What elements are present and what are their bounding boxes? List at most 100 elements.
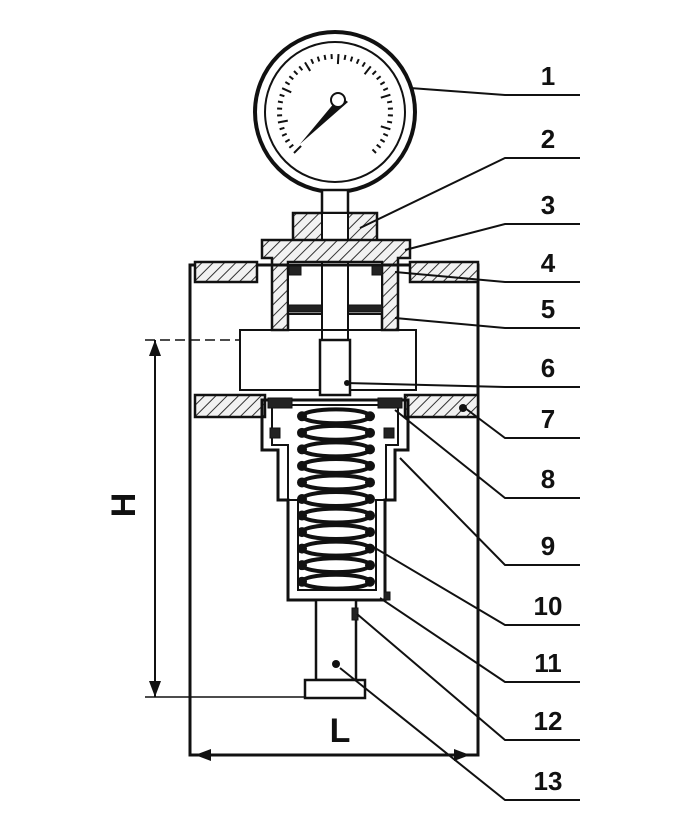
spring-section (365, 477, 375, 488)
pressure-gauge (253, 30, 417, 194)
callout-number: 11 (534, 648, 562, 678)
gauge-tick (323, 54, 327, 61)
callout-2: 2 (359, 124, 580, 229)
callout-number: 12 (534, 706, 563, 736)
callout-leader (359, 157, 580, 229)
gauge-tick (386, 100, 393, 104)
gauge-tick (371, 70, 377, 76)
callout-leader (464, 407, 580, 439)
spring-section (297, 510, 307, 521)
callout-number: 1 (541, 61, 555, 91)
gauge-tick (288, 143, 294, 149)
gauge-tick (376, 143, 382, 149)
callout-12: 12 (356, 613, 580, 741)
spring-section (365, 427, 375, 438)
gauge-tick (304, 61, 312, 72)
gauge-tick (284, 81, 291, 86)
gauge-tick (277, 100, 284, 104)
gauge-tick (380, 93, 391, 99)
spring-section (365, 444, 375, 455)
callout-leader (404, 223, 580, 251)
callout-7: 7 (464, 404, 580, 439)
spring-coil (300, 506, 372, 525)
gauge-tick (281, 87, 292, 94)
spring-coil (300, 490, 372, 508)
callout-8: 8 (394, 409, 580, 499)
gauge-tick (336, 54, 340, 65)
callout-13: 13 (339, 667, 580, 801)
gauge-tick (363, 65, 372, 75)
callout-10: 10 (369, 544, 580, 626)
gauge-tick (379, 138, 386, 143)
spring-coil (300, 407, 372, 426)
gauge-tick (277, 119, 288, 124)
spring-housing (260, 397, 410, 602)
stem (318, 338, 352, 397)
spring-section (297, 560, 307, 571)
callout-leader (409, 87, 580, 96)
gauge-tick (298, 65, 304, 71)
gauge-tick (293, 70, 299, 76)
spring-coil (300, 456, 372, 475)
callout-leader (356, 613, 580, 741)
callout-leader (394, 409, 580, 499)
spring-section (365, 560, 375, 571)
gauge-tick (382, 87, 389, 92)
gauge-tick (376, 75, 382, 81)
spring-section (297, 494, 307, 504)
callout-leader (394, 271, 580, 283)
gauge-tick (371, 148, 377, 154)
length-label: L (330, 712, 351, 750)
spring-section (297, 477, 307, 488)
gauge-tick (281, 132, 288, 137)
spring-section (365, 494, 375, 504)
gauge-tick (355, 58, 360, 65)
dimension-h: H (105, 339, 305, 698)
callout-number: 6 (541, 353, 555, 383)
gauge-stem (291, 188, 379, 243)
callout-3: 3 (404, 190, 580, 251)
gauge-tick (279, 93, 285, 98)
gauge-tick (279, 126, 285, 131)
dimension-l: L (195, 712, 470, 761)
callout-6: 6 (344, 353, 580, 388)
spring-section (297, 543, 307, 554)
callout-4: 4 (394, 248, 580, 283)
gauge-tick (349, 56, 354, 62)
callout-number: 2 (541, 124, 555, 154)
callout-leader (339, 667, 580, 801)
adjusting-screw (303, 598, 367, 700)
gauge-tick (386, 120, 393, 124)
callout-leader (379, 597, 580, 683)
spring-coil (300, 473, 372, 492)
spring-coil (300, 523, 372, 542)
gauge-tick (380, 125, 391, 131)
height-label: H (105, 493, 143, 518)
valve-body (188, 260, 480, 757)
callout-1: 1 (409, 61, 580, 96)
callout-11: 11 (379, 597, 580, 683)
spring-coil (300, 556, 372, 575)
spring-section (365, 527, 375, 538)
gauge-tick (288, 75, 294, 81)
callout-leader (399, 457, 580, 566)
spring-section (297, 527, 307, 538)
spring-section (365, 411, 375, 422)
bonnet-nut (260, 238, 412, 353)
gauge-tick (379, 81, 386, 86)
spring-section (365, 576, 375, 587)
spring-section (297, 460, 307, 471)
spring-coil (300, 423, 372, 442)
spring (297, 407, 375, 591)
gauge-tick (310, 58, 315, 65)
callout-number: 10 (534, 591, 563, 621)
gauge-tick (316, 56, 321, 62)
gauge-tick (382, 132, 389, 137)
callout-9: 9 (399, 457, 580, 566)
callout-number: 3 (541, 190, 555, 220)
spring-coil (300, 572, 372, 591)
spring-coil (300, 440, 372, 459)
spring-section (297, 576, 307, 587)
